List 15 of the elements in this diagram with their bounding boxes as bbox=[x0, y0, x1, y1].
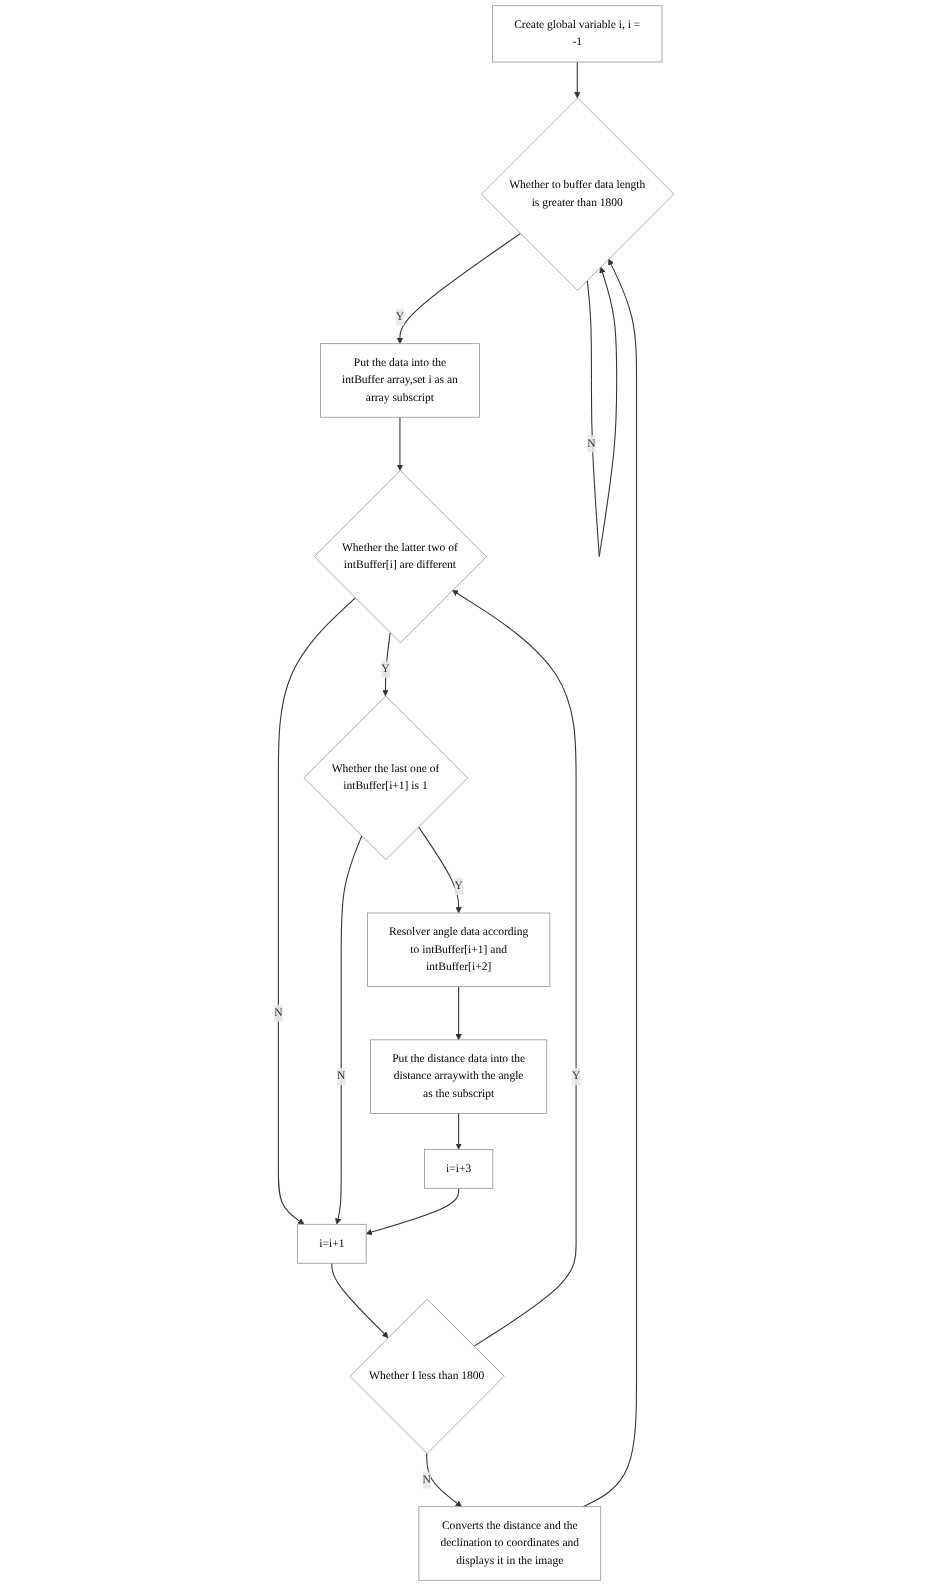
arrow bbox=[382, 632, 391, 697]
arrow bbox=[452, 589, 577, 1347]
arrow bbox=[582, 258, 638, 1508]
arrow bbox=[365, 1187, 460, 1236]
arrow bbox=[335, 835, 363, 1225]
arrow bbox=[396, 233, 521, 344]
arrow bbox=[396, 416, 404, 471]
arrow bbox=[455, 986, 462, 1041]
arrow bbox=[426, 1452, 462, 1508]
arrow bbox=[417, 826, 462, 914]
arrow bbox=[331, 1262, 389, 1338]
arrow bbox=[586, 266, 618, 558]
arrow bbox=[455, 1112, 462, 1150]
arrow bbox=[574, 61, 581, 99]
arrow bbox=[277, 597, 356, 1225]
